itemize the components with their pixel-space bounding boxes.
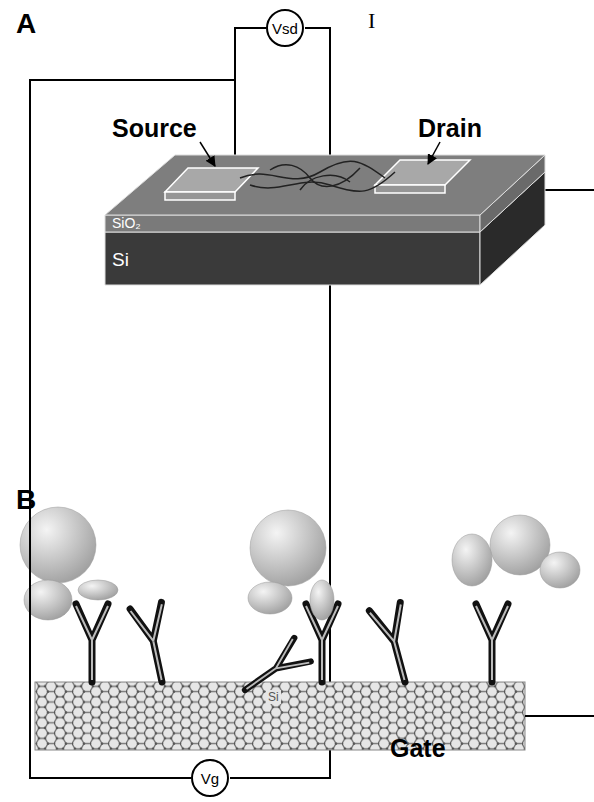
graphene-lattice: [35, 682, 525, 750]
layer-label: Si: [112, 250, 129, 269]
meter-label: Vg: [201, 771, 219, 786]
leader-arrow: [428, 142, 440, 164]
antigen: [20, 507, 580, 620]
part-label: Gate: [390, 736, 446, 761]
layer-label: SiO₂: [112, 216, 141, 230]
meter-label: Vsd: [272, 21, 298, 36]
meter-circle: Vsd: [266, 9, 304, 47]
part-label: Source: [112, 116, 197, 141]
circuit-wire: [230, 28, 594, 778]
material-label: Si: [266, 690, 281, 704]
antibody: [76, 602, 508, 701]
current-label: I: [368, 10, 375, 32]
part-label: Drain: [418, 116, 482, 141]
meter-circle: Vg: [191, 759, 229, 797]
leader-line: [525, 715, 594, 717]
leader-arrow: [200, 142, 215, 166]
panel-label: A: [16, 10, 36, 38]
panel-label: B: [16, 486, 36, 514]
nanotube-network: [240, 161, 395, 191]
circuit-wire: [30, 28, 266, 778]
fet-device: [105, 155, 545, 285]
